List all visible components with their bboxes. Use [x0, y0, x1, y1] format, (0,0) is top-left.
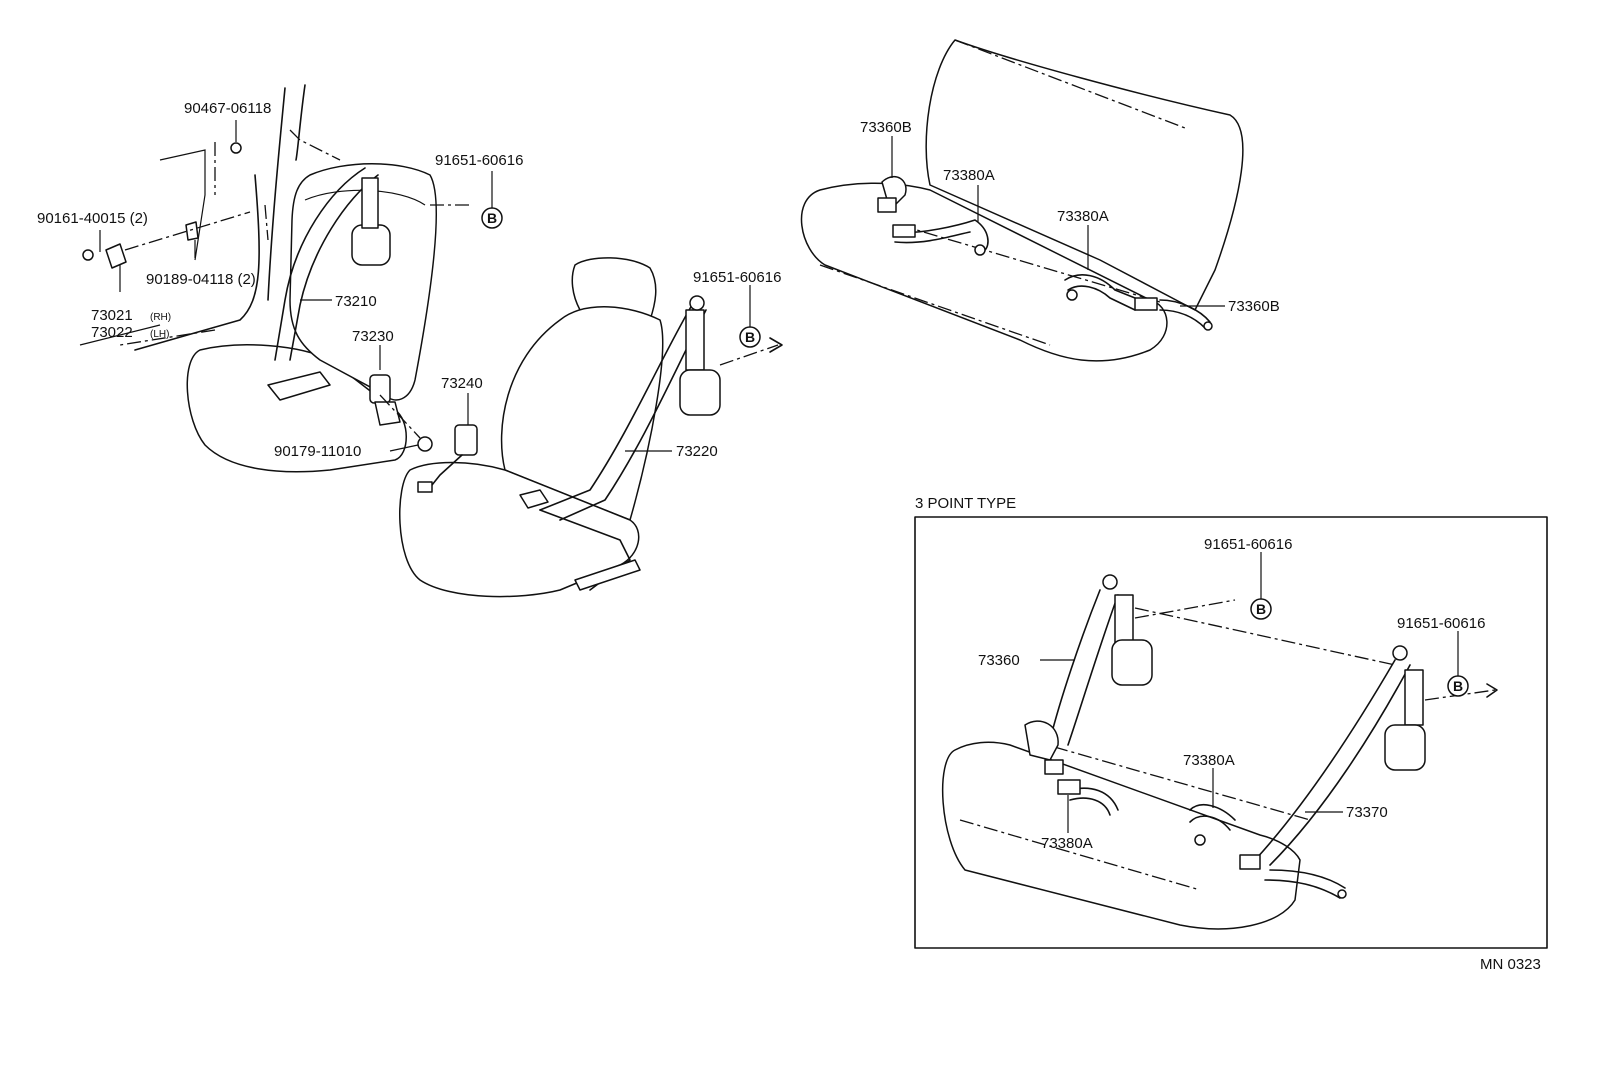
label-90161-40015: 90161-40015 (2)	[37, 210, 148, 227]
label-90189-04118: 90189-04118 (2)	[146, 271, 256, 288]
label-73220: 73220	[676, 443, 718, 460]
label-73210: 73210	[335, 293, 377, 310]
callout-b-inset-right: B	[1447, 675, 1469, 697]
front-left-seat-assembly	[79, 84, 470, 473]
front-right-seat-assembly	[399, 257, 783, 598]
label-91651-60616-c: 91651-60616	[1204, 536, 1292, 553]
three-point-type-inset	[914, 516, 1548, 949]
inset-title: 3 POINT TYPE	[915, 495, 1016, 512]
label-73360B-top: 73360B	[860, 119, 912, 136]
label-73380A-2: 73380A	[1057, 208, 1109, 225]
label-73021-side: (RH)	[150, 312, 171, 323]
callout-b-letter: B	[487, 210, 497, 226]
diagram-code: MN 0323	[1480, 956, 1541, 973]
label-91651-60616-a: 91651-60616	[435, 152, 523, 169]
label-90179-11010: 90179-11010	[274, 443, 361, 460]
callout-b-front-left: B	[481, 207, 503, 229]
label-73380A-1: 73380A	[943, 167, 995, 184]
leader-lines	[99, 120, 1459, 833]
rear-bench-2point-assembly	[800, 39, 1244, 362]
label-73360B-right: 73360B	[1228, 298, 1280, 315]
label-90467-06118: 90467-06118	[184, 100, 271, 117]
label-73240: 73240	[441, 375, 483, 392]
label-73021: 73021	[91, 307, 133, 324]
label-73022: 73022	[91, 324, 133, 341]
label-73360: 73360	[978, 652, 1020, 669]
label-73230: 73230	[352, 328, 394, 345]
label-73370: 73370	[1346, 804, 1388, 821]
callout-b-front-right: B	[739, 326, 761, 348]
callout-b-inset-left: B	[1250, 598, 1272, 620]
callout-b-letter: B	[745, 329, 755, 345]
label-73380A-3: 73380A	[1183, 752, 1235, 769]
part-labels: 90467-06118 91651-60616 90161-40015 (2) …	[37, 100, 1541, 973]
label-73022-side: (LH)	[150, 329, 169, 340]
label-91651-60616-b: 91651-60616	[693, 269, 781, 286]
callout-b-letter: B	[1256, 601, 1266, 617]
callout-b-letter: B	[1453, 678, 1463, 694]
label-73380A-4: 73380A	[1041, 835, 1093, 852]
label-91651-60616-d: 91651-60616	[1397, 615, 1485, 632]
